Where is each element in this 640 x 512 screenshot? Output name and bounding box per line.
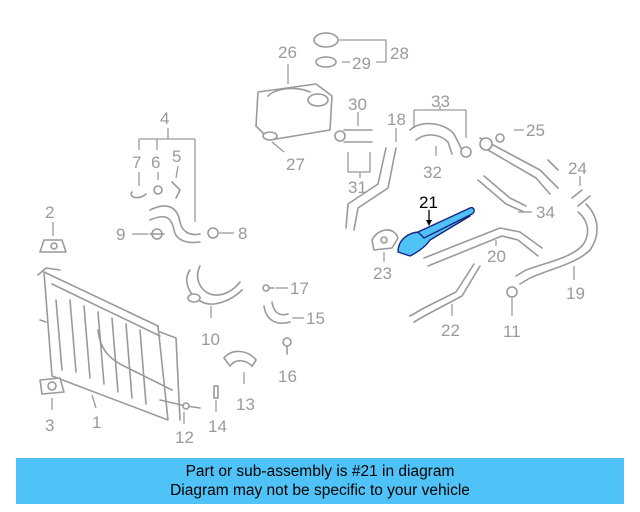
callout-12: 12 bbox=[175, 428, 194, 447]
plug-16-part bbox=[282, 337, 292, 355]
cap-27-part bbox=[262, 131, 278, 141]
mount-3-part bbox=[39, 377, 65, 395]
pipe-21-highlighted-part[interactable] bbox=[397, 206, 475, 257]
callout-22: 22 bbox=[441, 321, 460, 340]
callout-21: 21 bbox=[419, 193, 438, 212]
callout-25: 25 bbox=[526, 121, 545, 140]
callout-31: 31 bbox=[348, 178, 367, 197]
callout-17: 17 bbox=[290, 279, 309, 298]
callout-11: 11 bbox=[503, 322, 521, 341]
callout-14: 14 bbox=[208, 417, 227, 436]
callout-20: 20 bbox=[487, 247, 506, 266]
callout-18: 18 bbox=[387, 110, 406, 129]
pipe-12-part bbox=[159, 399, 201, 410]
radiator-part bbox=[37, 267, 181, 421]
hose-4-part bbox=[149, 205, 201, 244]
hose-30-part bbox=[334, 129, 373, 143]
banner-line-2: Diagram may not be specific to your vehi… bbox=[170, 482, 470, 499]
callout-30: 30 bbox=[348, 95, 367, 114]
callout-15: 15 bbox=[306, 309, 325, 328]
banner-background bbox=[16, 458, 624, 504]
callout-5: 5 bbox=[172, 147, 181, 166]
clamp-11-part bbox=[506, 286, 518, 298]
clamp-8-part bbox=[207, 227, 219, 239]
callout-4: 4 bbox=[160, 109, 169, 128]
callout-34: 34 bbox=[536, 203, 555, 222]
callout-28: 28 bbox=[390, 44, 409, 63]
hose-13-part bbox=[223, 350, 257, 367]
clip-17-part bbox=[262, 284, 275, 292]
pipe-22-part bbox=[409, 263, 481, 323]
callout-8: 8 bbox=[238, 224, 247, 243]
callout-3: 3 bbox=[45, 416, 54, 435]
callout-16: 16 bbox=[278, 367, 297, 386]
callout-29: 29 bbox=[352, 54, 371, 73]
hose-32-part bbox=[409, 122, 472, 158]
hose-5-part bbox=[171, 181, 181, 199]
pipe-25-part bbox=[479, 133, 559, 195]
gasket-23-part bbox=[371, 229, 399, 251]
callout-32: 32 bbox=[423, 163, 442, 182]
tank-26-part bbox=[255, 83, 333, 141]
callout-7: 7 bbox=[132, 153, 141, 172]
info-banner: Part or sub-assembly is #21 in diagram D… bbox=[16, 458, 624, 504]
callout-1: 1 bbox=[92, 413, 101, 432]
clip-7-part bbox=[130, 191, 147, 199]
pipe-18-part bbox=[345, 147, 397, 231]
callout-9: 9 bbox=[116, 225, 125, 244]
hose-24-part bbox=[571, 189, 591, 207]
hose-15-part bbox=[263, 301, 291, 324]
clamp-6-part bbox=[153, 185, 163, 195]
callout-26: 26 bbox=[278, 43, 297, 62]
callout-13: 13 bbox=[236, 395, 255, 414]
callout-19: 19 bbox=[566, 284, 585, 303]
callout-27: 27 bbox=[286, 155, 305, 174]
callout-24: 24 bbox=[568, 159, 587, 178]
bracket-2-part bbox=[39, 239, 67, 253]
callout-33: 33 bbox=[431, 92, 450, 111]
callout-23: 23 bbox=[373, 264, 392, 283]
pipe-20-part bbox=[423, 227, 543, 267]
pipe-34-part bbox=[477, 175, 527, 213]
hose-10-part bbox=[186, 265, 243, 305]
callout-10: 10 bbox=[201, 330, 220, 349]
clip-14-part bbox=[213, 385, 219, 399]
clamp-9-part bbox=[149, 228, 165, 240]
callout-6: 6 bbox=[151, 153, 160, 172]
callout-2: 2 bbox=[45, 203, 54, 222]
hose-19-part bbox=[515, 203, 598, 285]
cap-29-part bbox=[313, 32, 339, 68]
banner-line-1: Part or sub-assembly is #21 in diagram bbox=[185, 463, 455, 480]
